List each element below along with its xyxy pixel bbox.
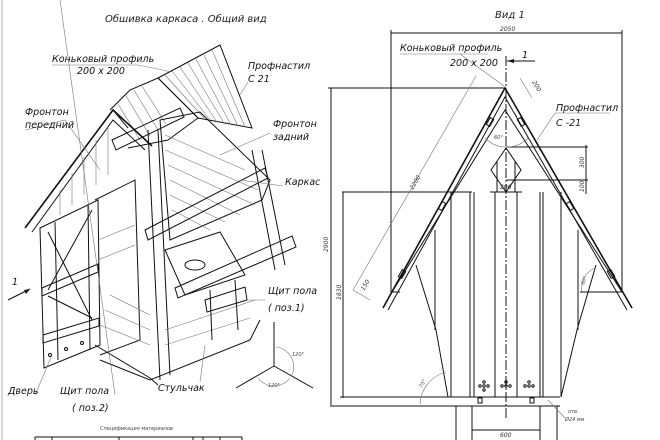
label-floor-shield-2: Щит пола — [60, 386, 109, 397]
walls — [330, 192, 597, 440]
dim-overall-width: 2050 — [500, 26, 515, 33]
label-seat: Стульчак — [158, 383, 205, 394]
label-frame: Каркас — [285, 177, 321, 188]
frame — [111, 107, 297, 381]
dim-rafter-length: 2200 — [409, 174, 423, 191]
roof-profnastil — [109, 44, 253, 149]
label-hole-1: отв. — [568, 409, 579, 415]
rear-gable — [159, 111, 271, 241]
label-view-arrow: 1 — [12, 277, 18, 288]
label-profnastil-right: Профнастил — [556, 103, 618, 114]
dim-window-height: 300 — [579, 156, 586, 168]
label-front-gable-1: Фронтон — [25, 107, 69, 118]
spec-table — [34, 436, 243, 440]
iso-axes — [235, 322, 314, 389]
label-ridge-profile-size: 200 х 200 — [77, 66, 125, 77]
label-profnastil-grade: С 21 — [248, 74, 270, 85]
label-door: Дверь — [7, 386, 39, 397]
dim-ridge: 200 — [530, 80, 542, 94]
dim-base-width: 600 — [500, 432, 512, 439]
section-mark: 1 — [522, 50, 528, 61]
label-ridge-profile-right: Коньковый профиль — [400, 43, 502, 54]
label-rear-gable-1: Фронтон — [273, 119, 317, 130]
dim-overhang: 150 — [360, 278, 372, 292]
label-hole-2: Ø24 мм — [564, 416, 585, 423]
view-title: Вид 1 — [495, 10, 525, 21]
dim-wall-height: 1830 — [336, 285, 343, 300]
label-floor-shield-2-pos: ( поз.2) — [72, 403, 109, 414]
label-profnastil: Профнастил — [248, 61, 310, 72]
dim-apex-angle: 60° — [494, 135, 503, 141]
door — [39, 199, 101, 369]
dim-wall-angle: 75° — [419, 378, 429, 389]
isometric-view: Обшивка каркаса . Общий вид — [7, 0, 321, 440]
iso-title: Обшивка каркаса . Общий вид — [105, 13, 267, 25]
iso-leaders — [24, 0, 284, 396]
label-front-gable-2: передний — [25, 120, 74, 131]
label-floor-shield-1: Щит пола — [268, 286, 317, 297]
angle-120-b: 120° — [268, 383, 281, 389]
view-arrowhead — [24, 289, 30, 294]
label-rear-gable-2: задний — [273, 132, 309, 143]
label-ridge-profile-size-right: 200 х 200 — [450, 58, 498, 69]
label-ridge-profile: Коньковый профиль — [52, 54, 154, 65]
interior — [94, 179, 261, 386]
dim-window-offset: 100 — [579, 180, 586, 192]
dim-eave-angle: 60° — [580, 275, 589, 286]
dim-overall-height: 2900 — [323, 237, 330, 252]
angle-120-a: 120° — [292, 352, 305, 358]
spec-table-title: Спецификация материалов — [100, 426, 173, 432]
elevation-view: Вид 1 2050 2900 1830 2200 200 150 — [323, 10, 633, 440]
label-floor-shield-1-pos: ( поз.1) — [268, 303, 305, 314]
front-gable — [24, 108, 153, 233]
toilet-hole — [184, 259, 206, 271]
dim-window-width: 200 — [500, 184, 512, 191]
label-profnastil-grade-right: С -21 — [556, 118, 581, 129]
roof — [382, 86, 633, 311]
